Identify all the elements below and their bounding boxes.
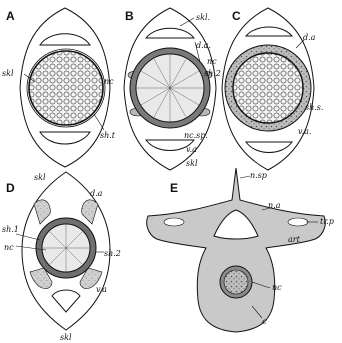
panel-a-label-sht: sh.t [100,131,116,140]
panel-e-articular-right [288,218,308,226]
panel-a-notochord [29,51,103,125]
panel-c-label-shs: sh.s. [305,103,323,112]
panel-d-letter: D [6,181,15,195]
panel-a-ventral-cavity [40,132,90,144]
panel-a: A skl nc sh.t [2,8,116,167]
panel-b-label-skl-bottom: skl [186,159,198,168]
panel-a-dorsal-cavity [40,34,90,45]
panel-b-letter: B [125,9,134,23]
panel-a-label-nc: nc [104,77,114,86]
panel-a-label-skl: skl [2,69,14,78]
panel-c-letter: C [232,9,241,23]
panel-d-label-sh2: sh.2 [104,249,121,258]
panel-b: B skl. d.a. nc sh.2 nc.sp. v.a skl [124,8,221,170]
panel-c-ventral-cavity [246,142,292,153]
panel-d-dorsal-arch-right [82,200,98,224]
panel-d-label-va: v.a [96,285,107,294]
panel-a-sht-leader [94,114,104,130]
panel-c-label-va: v.a. [298,127,311,136]
panel-b-label-ncsp: nc.sp. [184,131,208,140]
panel-d-label-nc: nc [4,243,14,252]
panel-d-label-skl-top: skl [34,173,46,182]
panel-d-label-da: d.a [90,189,103,198]
panel-d: D skl d.a sh.1 nc sh.2 v.a skl [2,172,121,342]
panel-d-sh1-leader [16,234,40,240]
panel-c-dorsal-cavity [246,27,292,36]
panel-c: C d.a sh.s. v.a. [222,8,323,170]
panel-e-nsp-leader [240,176,250,178]
panel-a-letter: A [6,9,15,23]
panel-e-label-c: c [262,317,267,326]
panel-e-label-trp: tr.p [320,217,334,226]
panel-c-label-da: d.a [303,33,316,42]
panel-e-label-nc: nc [272,283,282,292]
panel-e-label-na: n.a [268,201,281,210]
panel-b-label-nc: nc [207,57,217,66]
panel-e-label-art: art [288,235,301,244]
panel-e-notochord-core [224,270,248,294]
panel-d-ventral-cavity [52,290,80,312]
panel-b-label-va: v.a [186,145,197,154]
panel-b-label-da: d.a. [196,41,211,50]
panel-e: E n.sp n.a tr.p art nc c [147,168,334,332]
panel-c-notochord [233,53,303,123]
panel-e-label-nsp: n.sp [250,171,267,180]
panel-b-dorsal-cavity [146,28,194,38]
panel-d-label-sh1: sh.1 [2,225,19,234]
panel-d-label-skl-bottom: skl [60,333,72,342]
panel-b-label-skl-top: skl. [196,13,210,22]
panel-d-dorsal-arch-left [34,200,50,224]
panel-e-articular-left [164,218,184,226]
panel-b-label-sh2: sh.2 [204,69,221,78]
panel-e-letter: E [170,181,178,195]
